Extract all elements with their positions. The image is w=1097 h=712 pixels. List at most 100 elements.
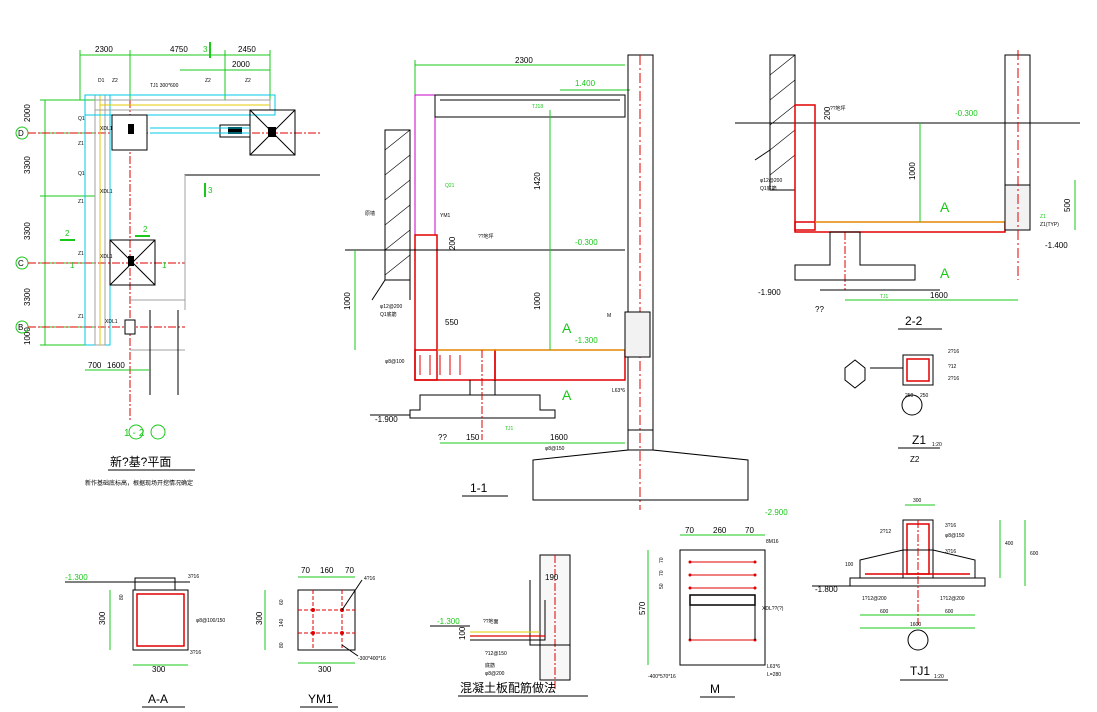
m-plate: -400*570*16: [648, 674, 676, 680]
tj1-misc-3: 100: [845, 562, 854, 568]
plan-label-z2-c: Z2: [245, 78, 251, 84]
s22-h500: 500: [1063, 198, 1072, 212]
m-title: M: [710, 682, 720, 696]
plan-dim-bottom-1: 700: [88, 361, 102, 370]
s11-a-mark-2: A: [562, 387, 572, 403]
z1-bar-2: ?12: [948, 364, 957, 370]
tj1-bar-1: 3?16: [945, 523, 956, 529]
tj1-w-2: 600: [945, 609, 954, 615]
ym1-dim-8: 80: [279, 642, 285, 648]
plan-label-z1-a: Z1: [78, 141, 84, 147]
z1-dim-2: 250: [920, 393, 929, 399]
s22-note-phi12: φ12@200: [760, 178, 782, 184]
s11-note-ym1: YM1: [440, 213, 451, 219]
s11-note-tj1: TJ1: [505, 426, 514, 432]
z1-dim-1: 250: [905, 393, 914, 399]
z1-bar-1: 2?16: [948, 349, 959, 355]
ym1-title: YM1: [308, 692, 333, 706]
foundation-plan: 2300 4750 2450 2000 3 2000 3300 3300 330…: [15, 42, 320, 487]
s11-dim-top: 2300: [515, 56, 533, 65]
plan-dim-top-3: 2450: [238, 45, 256, 54]
m-dim-left-3: 70: [659, 570, 665, 576]
s11-w550: 550: [445, 318, 459, 327]
m-dim-left-1: 570: [638, 601, 647, 615]
m-bar-3: L63*6: [767, 664, 780, 670]
s11-note-phi8-150: φ8@150: [545, 446, 565, 452]
aa-bar-3: 3?16: [190, 650, 201, 656]
s22-note-z1typ: Z1(TYP): [1040, 222, 1059, 228]
s11-lvl-base: -2.900: [765, 508, 788, 517]
s11-lvl-top: 1.400: [575, 79, 596, 88]
aa-bar-2: φ8@100/150: [196, 618, 225, 624]
aa-title: A-A: [148, 692, 168, 706]
slab-note-floor: ??地面: [483, 618, 499, 625]
plan-dim-left-5: 1000: [23, 327, 32, 345]
s11-h1000b: 1000: [533, 292, 542, 310]
ym1-dim-5: 300: [318, 665, 332, 674]
plan-label-z2-a: Z2: [112, 78, 118, 84]
plan-sec-mark-1-left: 1: [70, 261, 75, 270]
plan-dim-bottom-2: 1600: [107, 361, 125, 370]
s22-lvl-low: -1.400: [1045, 241, 1068, 250]
m-embed-plate-detail: 70 260 70 570 70 70 50 8M16 XDL??(?) L63…: [638, 526, 784, 698]
tj1-scale: 1:20: [934, 674, 944, 680]
ym1-plate-detail: 70 160 70 4?16 -300*400*16 300 60 140 80…: [255, 566, 386, 708]
slab-reinforcement-detail: -1.300 ??地面 ?12@150 底筋 φ8@200 100 190 混凝…: [430, 554, 588, 697]
plan-dim-left-3: 3300: [23, 222, 32, 240]
s22-note-q1: Q1底筋: [760, 185, 777, 192]
s22-w1600: 1600: [930, 291, 948, 300]
plan-label-tj1: TJ1 300*600: [150, 83, 179, 89]
grid-bubble-B: B: [18, 323, 23, 332]
tj1-w-1: 600: [880, 609, 889, 615]
plan-label-z1-b: Z1: [78, 199, 84, 205]
slab-note-bar: ?12@150: [485, 651, 507, 657]
ym1-dim-4: 300: [255, 611, 264, 625]
plan-label-q1-a: Q1: [78, 116, 85, 122]
section-1-1: 2300 1.400 TJ18 -0.300: [343, 54, 788, 517]
plan-label-z1-d: Z1: [78, 314, 84, 320]
ym1-bar: 4?16: [364, 576, 375, 582]
m-dim-top-3: 70: [745, 526, 754, 535]
tj1-h-1: 400: [1005, 541, 1014, 547]
s11-note-l63: L63*6: [612, 388, 625, 394]
tj1-top-dim: 300: [913, 498, 922, 504]
plan-label-xdl1-b: XDL1: [100, 189, 113, 195]
plan-label-z1-c: Z1: [78, 251, 84, 257]
s11-a-mark-1: A: [562, 320, 572, 336]
s11-lvl-mid: -0.300: [575, 238, 598, 247]
s22-note-z1: Z1: [1040, 214, 1046, 220]
plan-dim-top-2: 4750: [170, 45, 188, 54]
s11-note-q21: Q21: [445, 183, 455, 189]
s11-title: 1-1: [470, 481, 488, 495]
s22-a-mark-2: A: [940, 265, 950, 281]
slab-h100: 100: [458, 626, 467, 640]
plan-sec-mark-1-right: 1: [162, 261, 167, 270]
tj1-footing-detail: 300 3?16 φ8@150 3?16 2?12 1?12@200 1?12@…: [812, 498, 1039, 681]
slab-w190: 190: [545, 573, 559, 582]
section-2-2: 1000 200 500 -0.300 -1.400 -1.900 1600 A…: [735, 50, 1080, 330]
tj1-misc-2: 1?12@200: [940, 596, 965, 602]
slab-lvl: -1.300: [437, 617, 460, 626]
s11-h1000a: 1000: [343, 292, 352, 310]
ym1-dim-2: 160: [320, 566, 334, 575]
m-dim-top-1: 70: [685, 526, 694, 535]
s11-w150: 150: [466, 433, 480, 442]
tj1-h-2: 600: [1030, 551, 1039, 557]
plan-dim-top-1: 2300: [95, 45, 113, 54]
s22-a-mark-1: A: [940, 199, 950, 215]
aa-bar-1: 3?16: [188, 574, 199, 580]
s11-tj18: TJ18: [532, 104, 543, 110]
s22-lvl-bot: -1.900: [758, 288, 781, 297]
m-bar-2: XDL??(?): [762, 606, 784, 612]
s11-note-q1: Q1底筋: [380, 311, 397, 318]
plan-dim-left-1: 2000: [23, 104, 32, 122]
tj1-title: TJ1: [910, 664, 930, 678]
z1-bar-3: 2?16: [948, 376, 959, 382]
tj1-bar-4: 2?12: [880, 529, 891, 535]
z1-scale: 1:20: [932, 442, 942, 448]
plan-dim-left-4: 3300: [23, 288, 32, 306]
s22-h200: 200: [823, 106, 832, 120]
m-bar-4: L=280: [767, 672, 781, 678]
m-dim-left-4: 50: [659, 583, 665, 589]
s22-h1000: 1000: [908, 162, 917, 180]
